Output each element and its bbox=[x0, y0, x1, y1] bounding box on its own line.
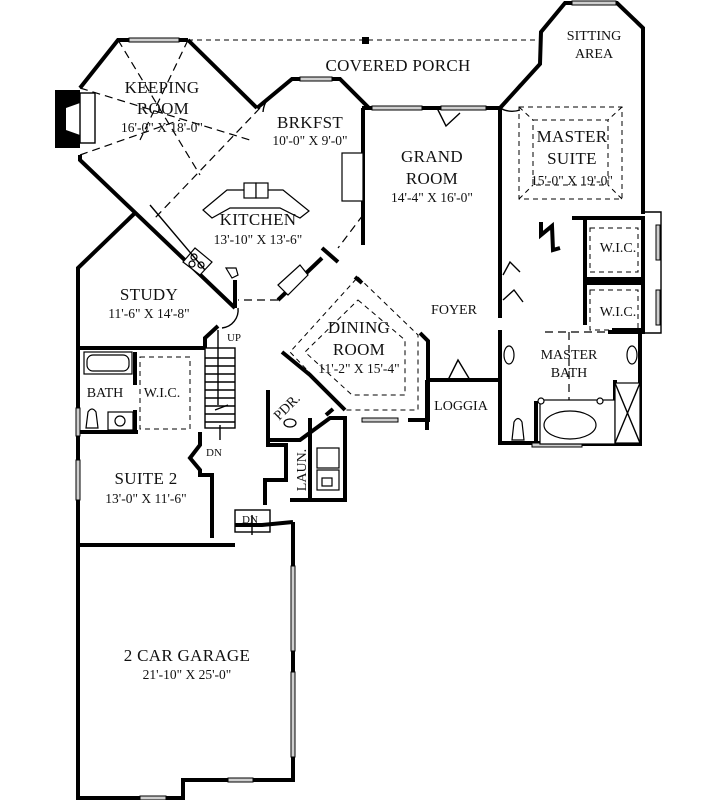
dining-room-label: DINING bbox=[328, 318, 390, 337]
grand-room-label: GRAND bbox=[401, 147, 463, 166]
brkfst-dims: 10'-0" X 9'-0" bbox=[272, 133, 347, 148]
stair-up-label: UP bbox=[227, 332, 241, 344]
study-label: STUDY bbox=[120, 285, 178, 304]
room-labels: COVERED PORCH KEEPING ROOM 16'-0" X 18'-… bbox=[87, 29, 637, 682]
doors bbox=[221, 83, 524, 381]
master-bath-label: MASTER bbox=[541, 348, 598, 363]
master-suite-label-2: SUITE bbox=[547, 149, 597, 168]
covered-porch-label: COVERED PORCH bbox=[325, 56, 470, 75]
grand-room-dims: 14'-4" X 16'-0" bbox=[391, 190, 473, 205]
garage-label: 2 CAR GARAGE bbox=[124, 646, 250, 665]
suite-2-dims: 13'-0" X 11'-6" bbox=[105, 491, 186, 506]
stair-dn-label-2: DN bbox=[242, 514, 258, 526]
wic-3-label: W.I.C. bbox=[144, 386, 180, 401]
sitting-area-label: SITTING bbox=[567, 29, 621, 44]
kitchen-label: KITCHEN bbox=[220, 210, 297, 229]
laun-label: LAUN. bbox=[295, 449, 310, 491]
garage-dims: 21'-10" X 25'-0" bbox=[143, 667, 232, 682]
windows bbox=[75, 0, 661, 800]
brkfst-label: BRKFST bbox=[277, 113, 343, 132]
master-suite-dims: 15'-0" X 19'-0" bbox=[531, 173, 613, 188]
kitchen-fixtures bbox=[149, 152, 364, 296]
grand-room-label-2: ROOM bbox=[406, 169, 458, 188]
sitting-area-label-2: AREA bbox=[575, 47, 614, 62]
dining-room-dims: 11'-2" X 15'-4" bbox=[318, 361, 399, 376]
keeping-room-dims: 16'-0" X 18'-0" bbox=[121, 120, 203, 135]
bath-fixtures bbox=[83, 345, 641, 491]
ceiling-lines bbox=[79, 39, 639, 445]
keeping-room-label-2: ROOM bbox=[137, 99, 189, 118]
master-suite-label: MASTER bbox=[537, 127, 608, 146]
dining-room-label-2: ROOM bbox=[333, 340, 385, 359]
suite-2-label: SUITE 2 bbox=[114, 469, 177, 488]
loggia-label: LOGGIA bbox=[434, 399, 489, 414]
stair-dn-label: DN bbox=[206, 447, 222, 459]
wic-1-label: W.I.C. bbox=[600, 241, 636, 256]
kitchen-dims: 13'-10" X 13'-6" bbox=[214, 232, 303, 247]
study-dims: 11'-6" X 14'-8" bbox=[108, 306, 189, 321]
staircase bbox=[204, 330, 271, 535]
covered-porch-outline bbox=[188, 36, 541, 66]
foyer-label: FOYER bbox=[431, 303, 478, 318]
keeping-room-label: KEEPING bbox=[125, 78, 200, 97]
bath-label: BATH bbox=[87, 386, 124, 401]
master-bath-label-2: BATH bbox=[551, 366, 588, 381]
wic-2-label: W.I.C. bbox=[600, 305, 636, 320]
fireplace bbox=[55, 90, 96, 148]
